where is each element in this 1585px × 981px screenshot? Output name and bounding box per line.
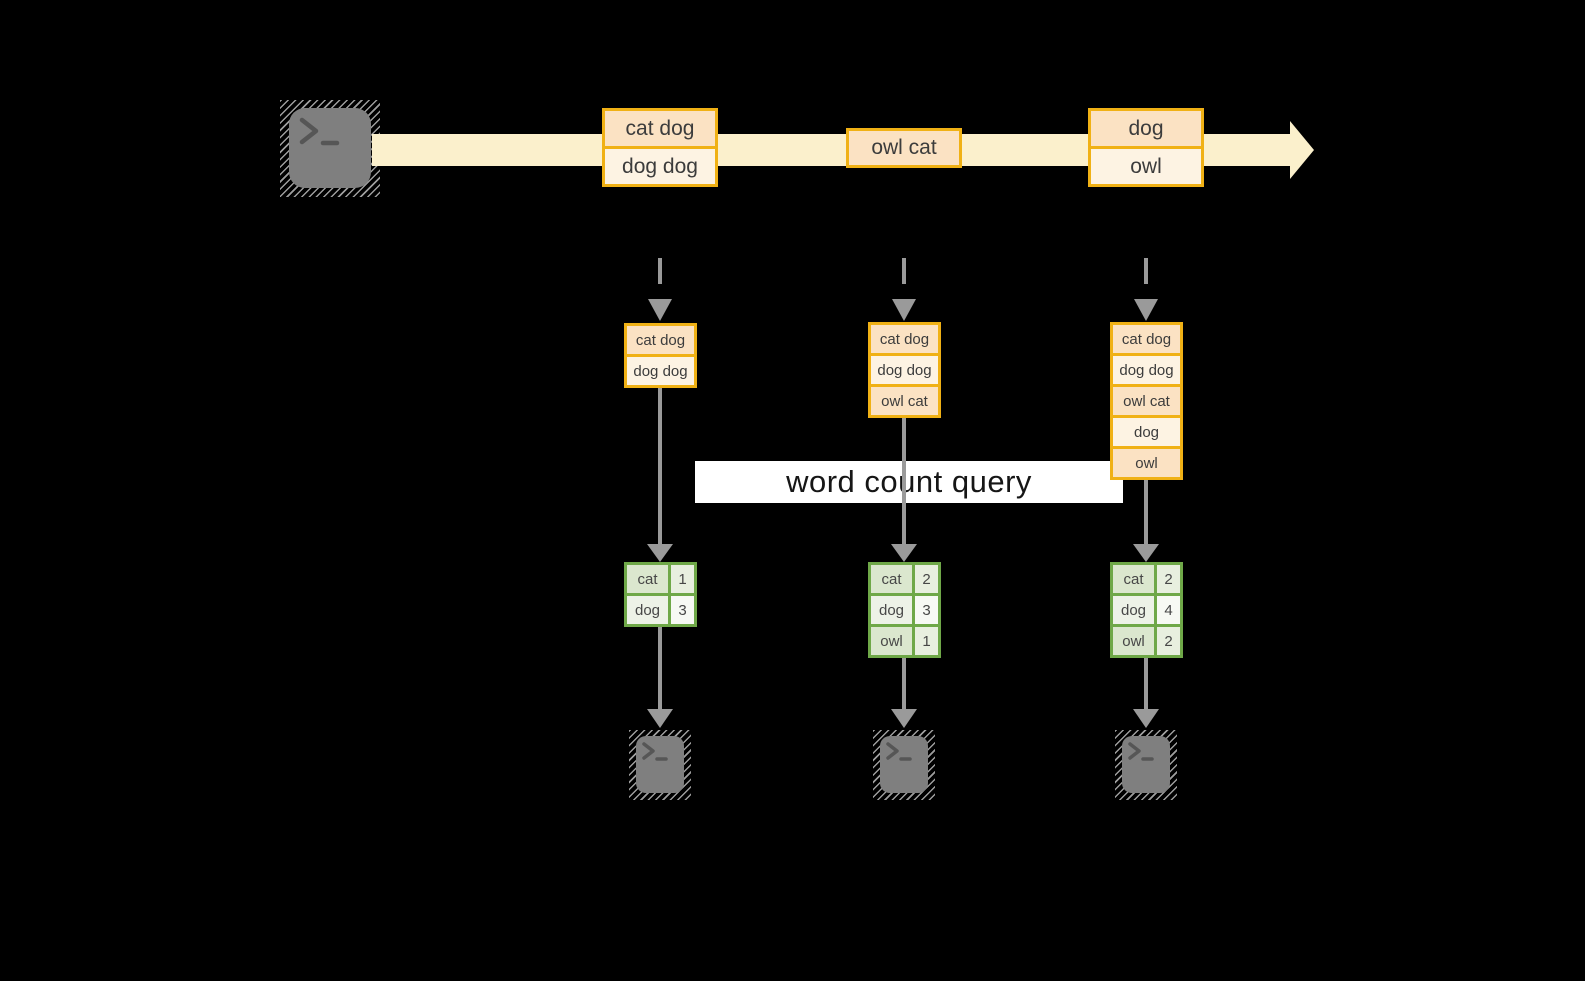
input-table: cat dog dog dog xyxy=(624,323,697,388)
output-arrowhead-icon xyxy=(891,709,917,728)
result-row: owl 2 xyxy=(1113,627,1180,655)
input-table: cat dog dog dog owl cat dog owl xyxy=(1110,322,1183,480)
batch-line: cat dog xyxy=(605,111,715,146)
ingest-arrows xyxy=(648,258,1158,321)
count-cell: 3 xyxy=(671,596,694,624)
batch-line: owl xyxy=(1091,149,1201,184)
query-label-text: word count query xyxy=(786,464,1032,499)
prompt-icon xyxy=(642,742,668,761)
batch-line: dog dog xyxy=(605,149,715,184)
stream-batch: owl cat xyxy=(846,128,962,168)
result-row: owl 1 xyxy=(871,627,938,655)
input-line: cat dog xyxy=(1113,325,1180,353)
input-line: owl cat xyxy=(871,387,938,415)
stream-arrowhead-icon xyxy=(1290,121,1314,179)
input-line: dog xyxy=(1113,418,1180,446)
query-arrowhead-icon xyxy=(647,544,673,562)
prompt-icon xyxy=(299,117,340,146)
count-cell: 3 xyxy=(915,596,938,624)
output-terminal-icon xyxy=(1115,730,1177,800)
word-cell: dog xyxy=(871,596,912,624)
ingest-arrowhead-icon xyxy=(648,299,672,321)
count-cell: 2 xyxy=(1157,565,1180,593)
result-row: dog 4 xyxy=(1113,596,1180,624)
result-row: cat 2 xyxy=(871,565,938,593)
result-row: dog 3 xyxy=(627,596,694,624)
result-table: cat 1 dog 3 xyxy=(624,562,697,627)
word-cell: cat xyxy=(627,565,668,593)
output-terminal-icon xyxy=(629,730,691,800)
input-line: dog dog xyxy=(871,356,938,384)
count-cell: 2 xyxy=(915,565,938,593)
prompt-icon xyxy=(1128,742,1154,761)
count-cell: 1 xyxy=(671,565,694,593)
stream-batch: dog owl xyxy=(1088,108,1204,187)
ingest-arrowhead-icon xyxy=(892,299,916,321)
output-terminal-icon xyxy=(873,730,935,800)
word-cell: dog xyxy=(1113,596,1154,624)
result-table: cat 2 dog 3 owl 1 xyxy=(868,562,941,658)
word-cell: owl xyxy=(1113,627,1154,655)
word-cell: dog xyxy=(627,596,668,624)
word-cell: cat xyxy=(1113,565,1154,593)
source-terminal-icon xyxy=(280,100,380,197)
input-table: cat dog dog dog owl cat xyxy=(868,322,941,418)
ingest-arrowhead-icon xyxy=(1134,299,1158,321)
batch-line: dog xyxy=(1091,111,1201,146)
count-cell: 2 xyxy=(1157,627,1180,655)
count-cell: 1 xyxy=(915,627,938,655)
input-line: owl cat xyxy=(1113,387,1180,415)
stream-batch: cat dog dog dog xyxy=(602,108,718,187)
input-line: owl xyxy=(1113,449,1180,477)
count-cell: 4 xyxy=(1157,596,1180,624)
result-row: cat 2 xyxy=(1113,565,1180,593)
input-line: dog dog xyxy=(1113,356,1180,384)
input-line: dog dog xyxy=(627,357,694,385)
batch-line: owl cat xyxy=(849,131,959,165)
prompt-icon xyxy=(886,742,912,761)
query-arrowhead-icon xyxy=(1133,544,1159,562)
input-line: cat dog xyxy=(627,326,694,354)
result-row: dog 3 xyxy=(871,596,938,624)
output-arrowhead-icon xyxy=(647,709,673,728)
input-line: cat dog xyxy=(871,325,938,353)
result-table: cat 2 dog 4 owl 2 xyxy=(1110,562,1183,658)
word-cell: cat xyxy=(871,565,912,593)
query-label: word count query xyxy=(695,461,1123,503)
output-arrowhead-icon xyxy=(1133,709,1159,728)
word-cell: owl xyxy=(871,627,912,655)
query-arrowhead-icon xyxy=(891,544,917,562)
result-row: cat 1 xyxy=(627,565,694,593)
